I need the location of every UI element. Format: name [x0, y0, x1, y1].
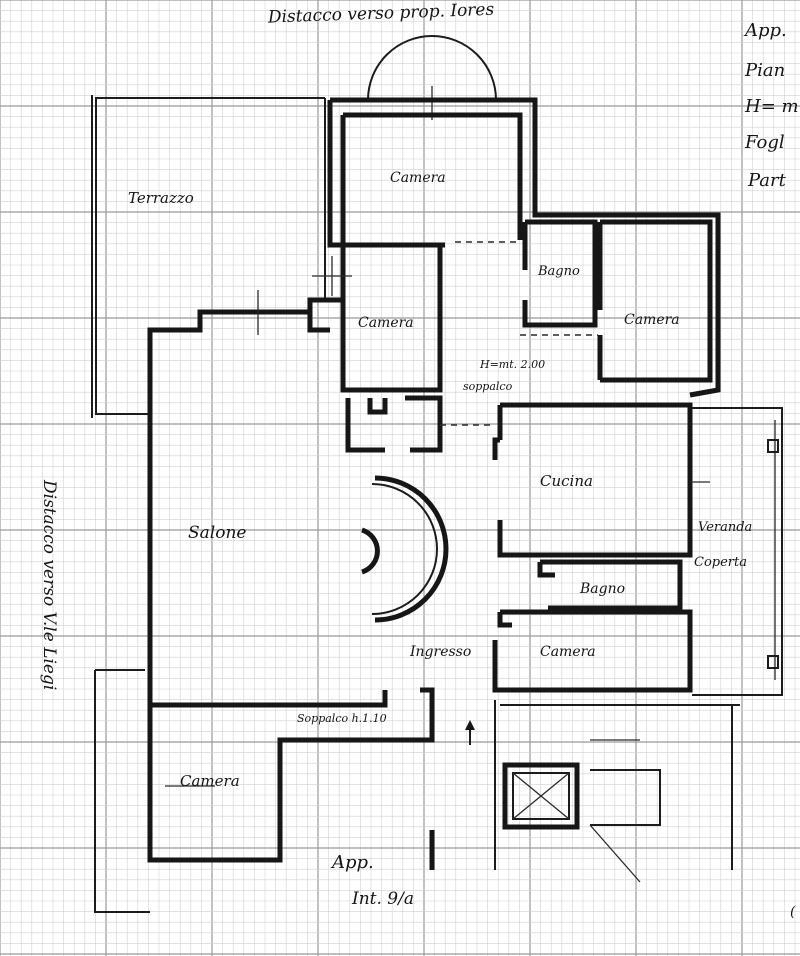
- info-line: Part: [747, 170, 787, 191]
- soppalco-low-note: Soppalco h.1.10: [297, 712, 387, 725]
- room-veranda-coperta: Coperta: [694, 555, 747, 570]
- room-ingresso: Ingresso: [409, 644, 471, 660]
- staircase: [494, 700, 740, 883]
- info-line: H= m: [744, 96, 799, 117]
- room-terrazzo: Terrazzo: [128, 189, 194, 207]
- camera-low-walls: [492, 609, 693, 693]
- room-camera-mid: Camera: [358, 315, 414, 331]
- terrace-outline: [91, 95, 326, 418]
- unit-number-label: Int. 9/a: [351, 889, 414, 909]
- room-camera-top: Camera: [390, 170, 446, 186]
- camera-right-walls: [520, 219, 713, 383]
- cucina-walls: [492, 402, 693, 558]
- unit-label: App.: [330, 852, 374, 873]
- soppalco-height-note: H=mt. 2.00: [479, 358, 545, 371]
- room-camera-right: Camera: [624, 312, 680, 328]
- info-line: Pian: [744, 60, 785, 81]
- bagno-top-walls: [522, 219, 598, 328]
- openings: [165, 256, 710, 787]
- veranda-outline: [692, 407, 783, 696]
- room-veranda: Veranda: [698, 520, 752, 535]
- room-bagno-low: Bagno: [579, 581, 625, 597]
- entry-arrow: [465, 720, 475, 745]
- info-line: Fogl: [744, 132, 785, 153]
- setback-top-label: Distacco verso prop. Iores: [267, 0, 495, 28]
- room-camera-bottom: Camera: [180, 772, 240, 790]
- info-line: App.: [743, 20, 787, 41]
- room-camera-low: Camera: [540, 644, 596, 660]
- edge-mark: (: [790, 904, 796, 920]
- exterior-walls: [147, 97, 721, 870]
- bagno-low-walls: [537, 559, 683, 611]
- curved-partition: [361, 475, 449, 623]
- round-balcony: [367, 35, 497, 101]
- soppalco-note: soppalco: [463, 380, 513, 393]
- room-bagno-top: Bagno: [537, 264, 580, 279]
- setback-left-label: Distacco verso V.le Liegi: [39, 479, 59, 690]
- room-salone: Salone: [188, 523, 246, 543]
- info-block: App. Pian H= m Fogl Part: [743, 20, 799, 191]
- room-cucina: Cucina: [540, 472, 593, 490]
- camera-bottom-walls: [94, 669, 150, 913]
- camera-mid-walls: [340, 245, 495, 453]
